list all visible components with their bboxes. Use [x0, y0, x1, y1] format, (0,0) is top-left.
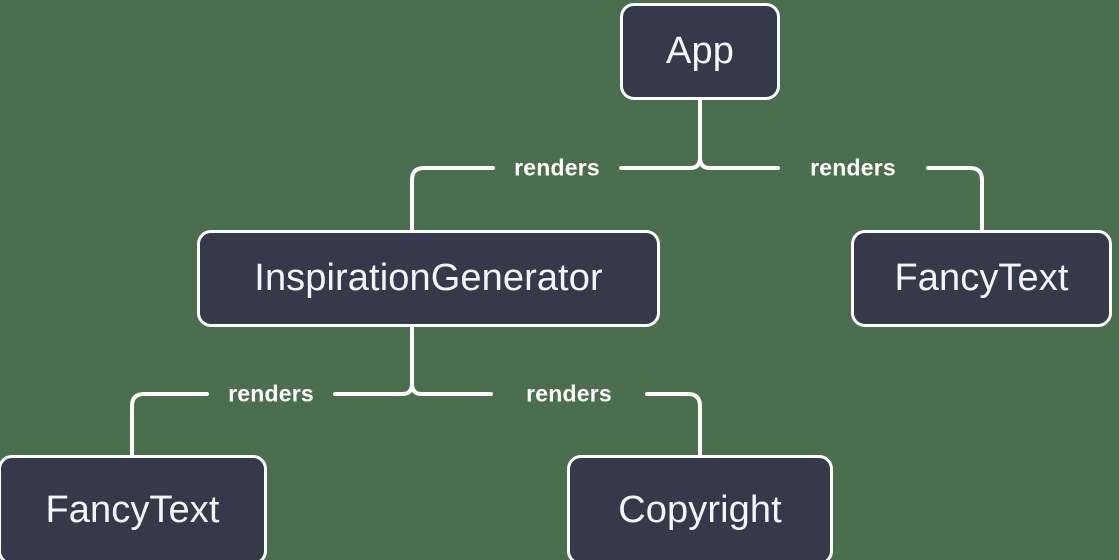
- node-inspirationgenerator-label: InspirationGenerator: [254, 257, 603, 299]
- node-fancytext-right[interactable]: FancyText: [851, 230, 1112, 327]
- edge-inspirationgenerator-junction-right: [410, 382, 493, 396]
- edge-label-inspirationgenerator-to-copyright: renders: [526, 380, 612, 407]
- node-app[interactable]: App: [620, 3, 780, 100]
- edge-inspirationgenerator-to-fancytext-left: [130, 392, 209, 457]
- node-fancytext-left-label: FancyText: [45, 488, 220, 531]
- edge-app-junction-left: [619, 156, 702, 170]
- edge-label-inspirationgenerator-to-fancytext-left: renders: [228, 380, 314, 407]
- edge-inspirationgenerator-junction-left: [333, 382, 414, 396]
- edge-label-app-to-fancytext-right: renders: [810, 154, 896, 181]
- edge-inspirationgenerator-to-copyright: [645, 392, 702, 457]
- node-fancytext-right-label: FancyText: [894, 257, 1069, 299]
- node-copyright[interactable]: Copyright: [567, 455, 833, 560]
- node-fancytext-left[interactable]: FancyText: [0, 455, 267, 560]
- edge-app-junction-right: [698, 156, 780, 170]
- node-app-label: App: [666, 30, 734, 72]
- edge-app-to-fancytext-right: [926, 166, 984, 232]
- node-copyright-label: Copyright: [618, 488, 782, 531]
- node-inspirationgenerator[interactable]: InspirationGenerator: [197, 230, 660, 327]
- edge-app-to-inspirationgenerator: [410, 166, 495, 232]
- edge-label-app-to-inspirationgenerator: renders: [514, 154, 600, 181]
